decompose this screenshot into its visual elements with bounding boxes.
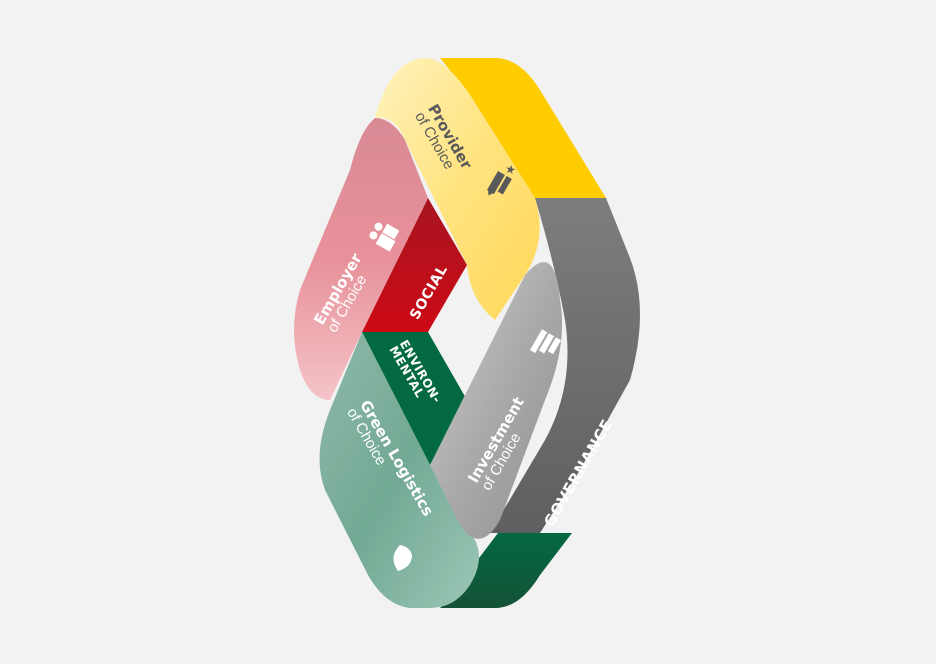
investment-band [430,262,563,539]
environmental-band-side [440,533,572,608]
leaf-icon [393,545,412,571]
growth-chart-icon [530,329,562,355]
environmental-pillar [362,332,467,465]
people-icon [369,222,400,252]
employer-band [294,118,428,400]
green-logistics-band [319,332,479,608]
provider-band-side [440,58,606,198]
governance-pillar [490,198,640,533]
provider-band [375,58,540,320]
social-pillar [362,198,467,332]
